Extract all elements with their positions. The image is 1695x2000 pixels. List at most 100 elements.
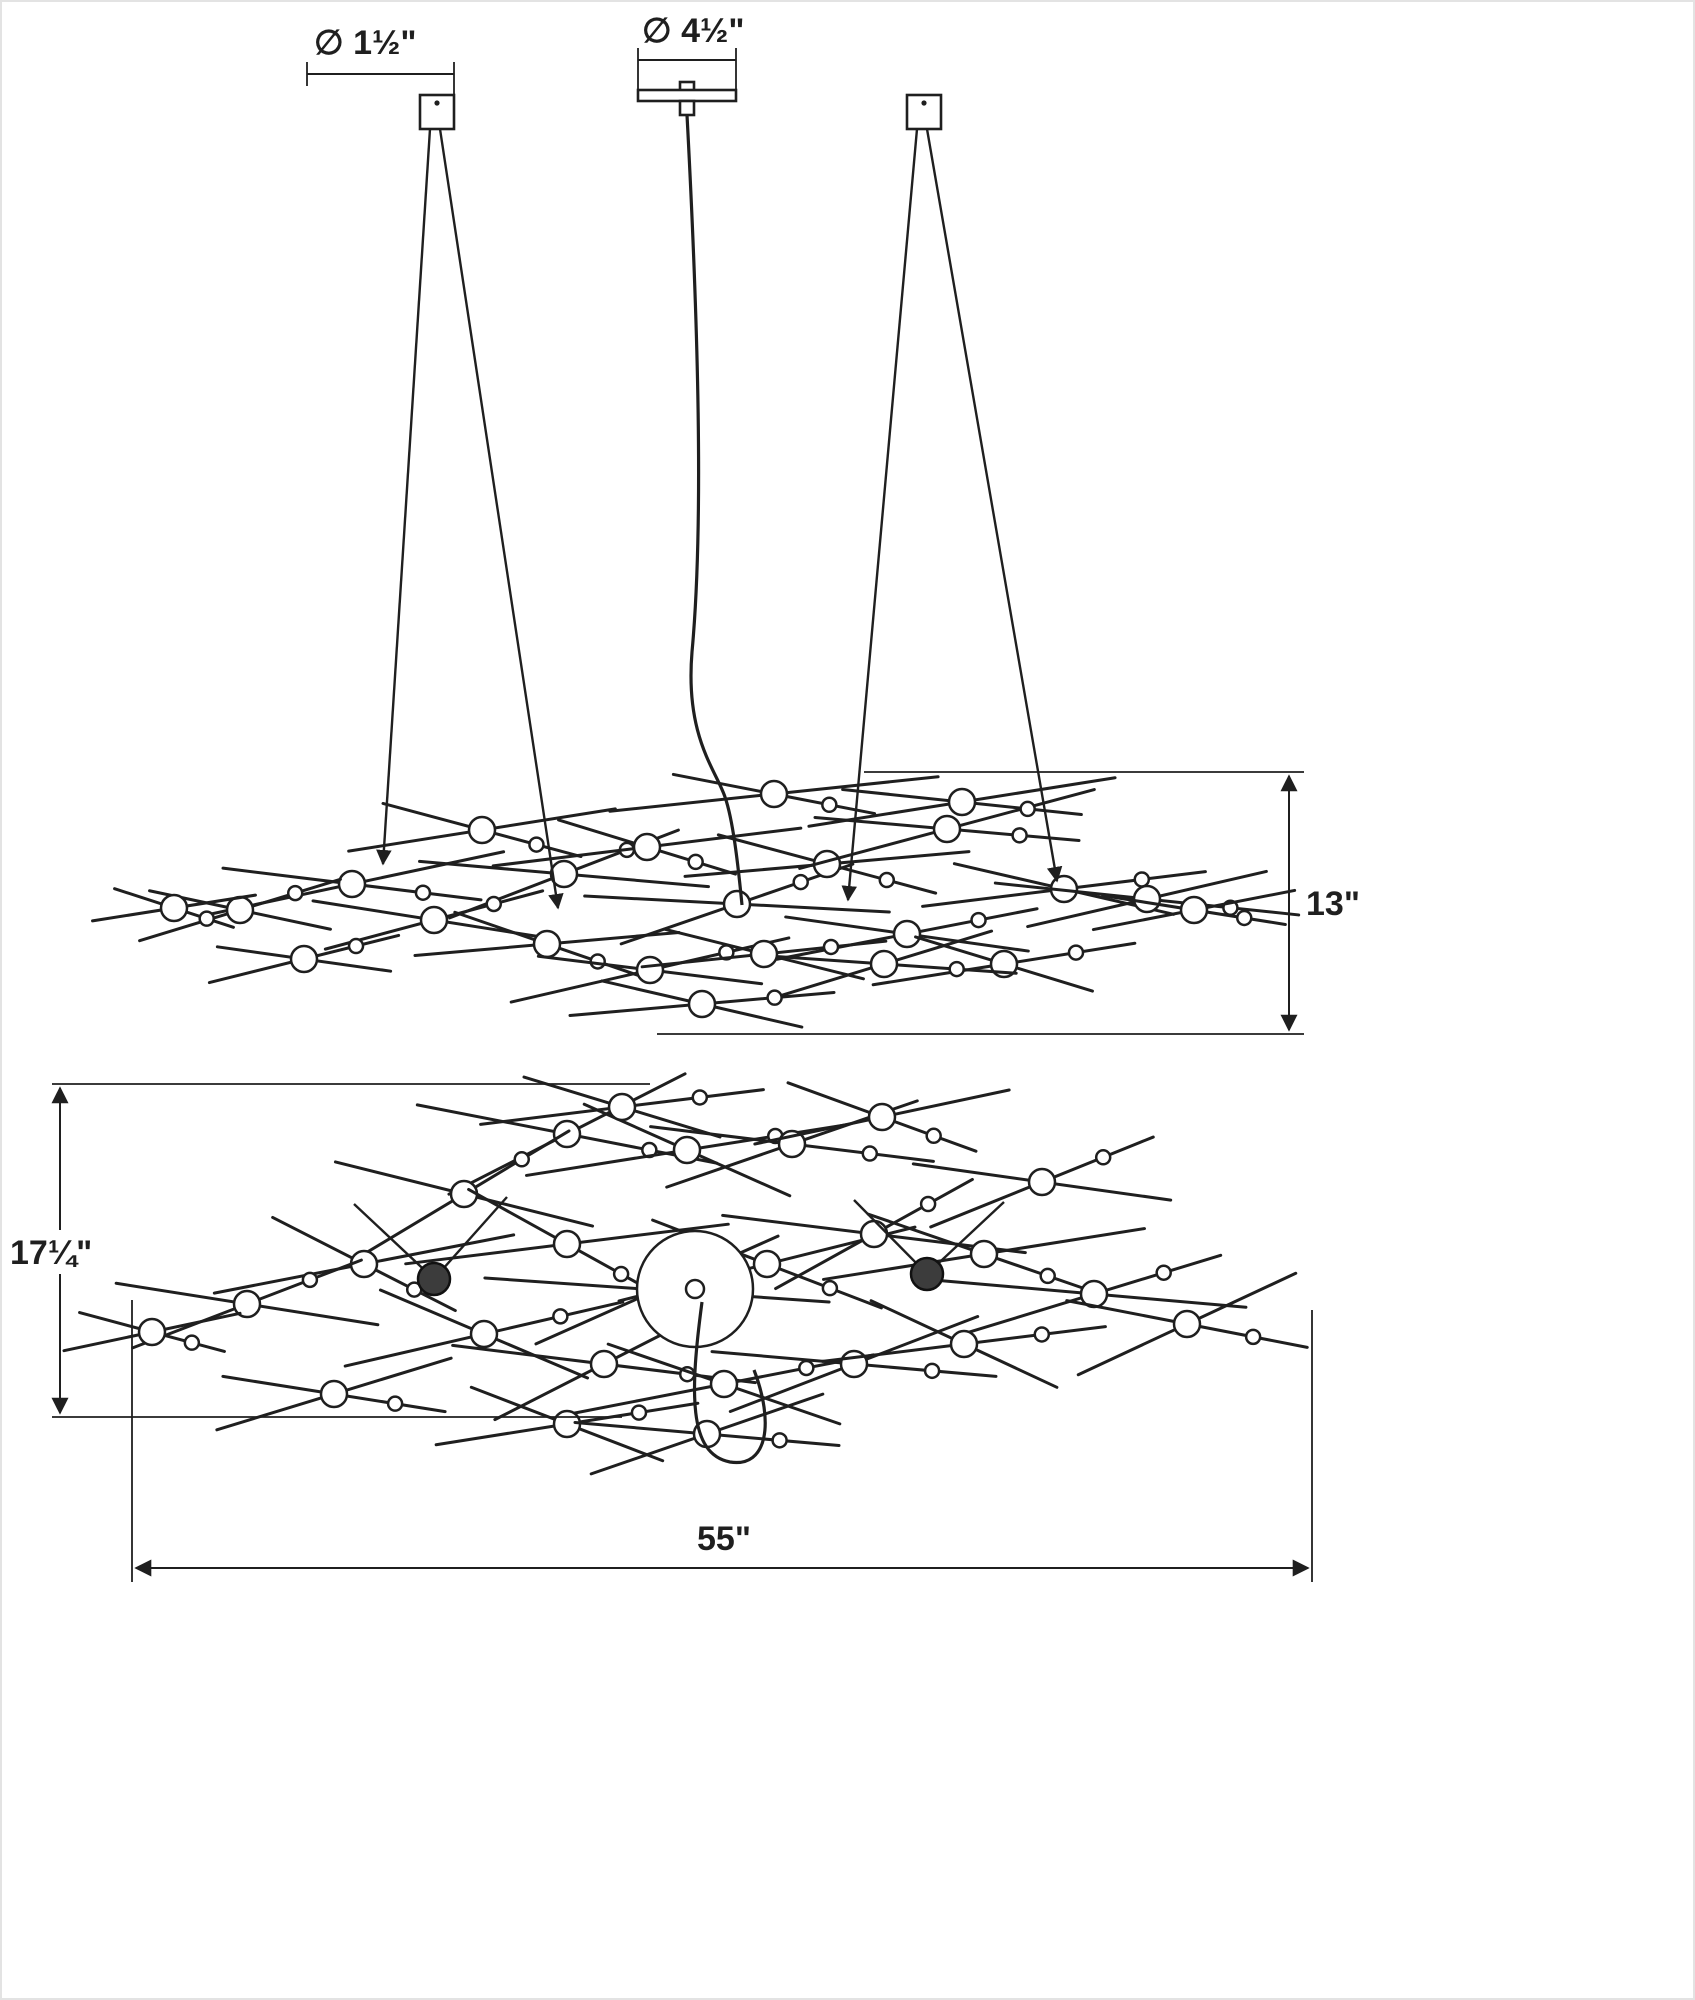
led-sphere — [552, 1229, 582, 1259]
small-led-sphere — [386, 1395, 404, 1412]
bottom-cable-right-b — [926, 1201, 1005, 1275]
dim-overall-width: 55" — [131, 1300, 1313, 1582]
attachment-sphere-left — [416, 1261, 452, 1297]
led-sphere — [949, 1329, 979, 1359]
led-sphere — [137, 1317, 167, 1347]
led-sphere — [1179, 895, 1209, 925]
small-led-sphere — [1011, 827, 1028, 844]
dim-canopy-small-label: ∅ 1½" — [314, 24, 416, 62]
small-led-sphere — [1019, 800, 1036, 818]
led-sphere — [467, 815, 497, 845]
small-led-sphere — [552, 1308, 569, 1325]
led-sphere — [969, 1239, 999, 1269]
led-sphere — [867, 1102, 897, 1132]
canopy-left-box — [418, 93, 456, 131]
small-led-sphere — [630, 1404, 648, 1421]
led-sphere — [449, 1179, 479, 1209]
led-sphere — [419, 905, 449, 935]
small-led-sphere — [861, 1145, 879, 1162]
led-sphere — [672, 1135, 702, 1165]
dim-body-height: 13" — [657, 771, 1360, 1035]
canopy-right-box — [905, 93, 943, 131]
small-led-sphere — [485, 895, 503, 913]
small-led-sphere — [1039, 1267, 1056, 1285]
led-sphere — [225, 895, 255, 925]
bottom-cord-loop — [692, 1301, 767, 1465]
small-led-sphere — [923, 1362, 941, 1380]
dim-overall-height-label-bg — [6, 1230, 102, 1274]
led-sphere — [549, 859, 579, 889]
small-led-sphere — [528, 836, 545, 853]
led-sphere — [607, 1092, 637, 1122]
small-led-sphere — [771, 1432, 788, 1449]
attachment-sphere-right — [909, 1256, 945, 1292]
small-led-sphere — [948, 960, 965, 978]
cable-right-2 — [925, 128, 1063, 883]
cable-right-1 — [841, 128, 919, 902]
bottom-canopy-hub — [684, 1278, 706, 1300]
small-led-sphere — [414, 884, 432, 901]
small-led-sphere — [1033, 1326, 1051, 1343]
canopy-center-plate — [636, 88, 738, 103]
small-led-sphere — [347, 937, 365, 955]
led-sphere — [687, 989, 717, 1019]
canopy-right — [905, 93, 943, 131]
small-led-sphere — [1094, 1149, 1112, 1166]
small-led-sphere — [286, 884, 304, 902]
small-led-sphere — [198, 910, 215, 927]
led-sphere — [859, 1219, 889, 1249]
led-sphere — [469, 1319, 499, 1349]
led-sphere — [589, 1349, 619, 1379]
small-led-sphere — [1133, 871, 1151, 888]
led-sphere — [232, 1289, 262, 1319]
small-led-sphere — [183, 1334, 201, 1351]
small-led-sphere — [1067, 944, 1085, 961]
led-sphere — [749, 939, 779, 969]
small-led-sphere — [798, 1359, 815, 1377]
dim-canopy-small: ∅ 1½" — [306, 24, 455, 95]
led-sphere — [532, 929, 562, 959]
led-sphere — [722, 889, 752, 919]
small-led-sphere — [792, 873, 809, 891]
led-sphere — [319, 1379, 349, 1409]
led-sphere — [289, 944, 319, 974]
dim-overall-width-label: 55" — [697, 1520, 751, 1558]
bottom-cable-left-b — [433, 1196, 508, 1280]
led-sphere — [1172, 1309, 1202, 1339]
led-sphere — [1027, 1167, 1057, 1197]
dim-overall-height-label: 17¼" — [10, 1234, 92, 1272]
small-led-sphere — [1155, 1264, 1172, 1281]
led-sphere — [869, 949, 899, 979]
led-sphere — [892, 919, 922, 949]
led-sphere — [709, 1369, 739, 1399]
center-power-cord — [685, 114, 744, 906]
led-sphere — [1132, 884, 1162, 914]
canopy-right-nub — [921, 100, 927, 106]
chandelier-side-view-body — [91, 772, 1301, 1029]
small-led-sphere — [919, 1195, 937, 1213]
led-sphere — [552, 1119, 582, 1149]
led-sphere — [337, 869, 367, 899]
led-sphere — [635, 955, 665, 985]
dim-canopy-large-label: ∅ 4½" — [642, 12, 744, 50]
suspension-cables — [376, 114, 1063, 910]
cable-left-2 — [438, 128, 564, 910]
small-led-sphere — [1235, 909, 1253, 927]
small-led-sphere — [821, 1279, 839, 1297]
small-led-sphere — [1244, 1328, 1262, 1346]
small-led-sphere — [691, 1089, 709, 1106]
dim-overall-height: 17¼" — [6, 1083, 650, 1418]
small-led-sphere — [821, 796, 838, 814]
canopy-center-stem — [678, 99, 696, 117]
cable-left-1 — [376, 128, 432, 866]
small-led-sphere — [925, 1127, 942, 1145]
dim-body-height-label: 13" — [1306, 885, 1360, 923]
canopy-center — [636, 80, 738, 117]
small-led-sphere — [822, 938, 840, 956]
led-sphere — [947, 787, 977, 817]
led-sphere — [752, 1249, 782, 1279]
canopy-left-nub — [434, 100, 440, 106]
bottom-cable-right-a — [853, 1199, 928, 1275]
led-sphere — [632, 832, 662, 862]
small-led-sphere — [970, 911, 987, 929]
